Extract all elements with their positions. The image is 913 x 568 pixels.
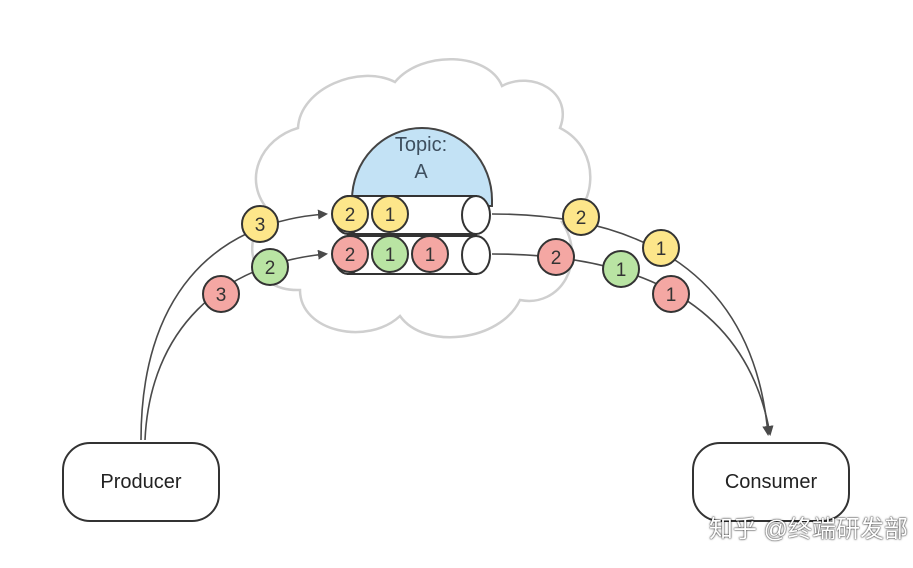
partition-1-message-2: 1	[371, 235, 409, 273]
outgoing-message-3: 2	[537, 238, 575, 276]
topic-dome	[351, 127, 493, 207]
incoming-message-1: 3	[241, 205, 279, 243]
outgoing-message-4: 1	[602, 250, 640, 288]
outgoing-message-3-circle	[537, 238, 575, 276]
outgoing-message-3-label: 2	[551, 248, 562, 269]
partition-0-message-1: 2	[331, 195, 369, 233]
incoming-message-3: 3	[202, 275, 240, 313]
producer-arrow-to-partition-0	[140, 209, 328, 441]
outgoing-message-5: 1	[652, 275, 690, 313]
partition-1-message-1-circle	[331, 235, 369, 273]
outgoing-message-4-circle	[602, 250, 640, 288]
outgoing-message-2: 1	[642, 229, 680, 267]
consumer-node: Consumer	[692, 442, 850, 522]
partition-0-message-1-label: 2	[345, 205, 356, 226]
incoming-message-3-label: 3	[216, 285, 227, 306]
incoming-message-1-circle	[241, 205, 279, 243]
partition-1-message-2-label: 1	[385, 245, 396, 266]
outgoing-message-4-label: 1	[616, 260, 627, 281]
consumer-label: Consumer	[724, 470, 818, 493]
topic-label-line1: Topic:	[394, 134, 448, 156]
topic-label: Topic: A	[376, 132, 466, 186]
outgoing-message-1-circle	[562, 198, 600, 236]
partition-0-message-2-circle	[371, 195, 409, 233]
partition-1-message-2-circle	[371, 235, 409, 273]
outgoing-message-2-label: 1	[656, 239, 667, 260]
producer-label: Producer	[100, 470, 182, 493]
partition-0-message-2: 1	[371, 195, 409, 233]
partition-1-message-3-label: 1	[425, 245, 436, 266]
outgoing-messages: 2 1 2 1 1	[537, 198, 690, 313]
incoming-message-3-circle	[202, 275, 240, 313]
outgoing-message-5-circle	[652, 275, 690, 313]
outgoing-message-2-circle	[642, 229, 680, 267]
partition-0-message-2-label: 1	[385, 205, 396, 226]
partition-1-message-1-label: 2	[345, 245, 356, 266]
incoming-message-2: 2	[251, 248, 289, 286]
outgoing-message-5-label: 1	[666, 285, 677, 306]
partition-1-messages: 2 1 1	[331, 235, 449, 273]
partition-0-message-1-circle	[331, 195, 369, 233]
incoming-message-1-label: 3	[255, 215, 266, 236]
topic-label-line2: A	[414, 161, 428, 183]
watermark: 知乎 @终端研发部	[708, 516, 908, 543]
partition-1-message-3: 1	[411, 235, 449, 273]
incoming-messages: 3 2 3	[202, 205, 289, 313]
incoming-message-2-circle	[251, 248, 289, 286]
outgoing-message-1-label: 2	[576, 208, 587, 229]
outgoing-message-1: 2	[562, 198, 600, 236]
partition-1-message-3-circle	[411, 235, 449, 273]
partition-1-message-1: 2	[331, 235, 369, 273]
producer-node: Producer	[62, 442, 220, 522]
incoming-message-2-label: 2	[265, 258, 276, 279]
